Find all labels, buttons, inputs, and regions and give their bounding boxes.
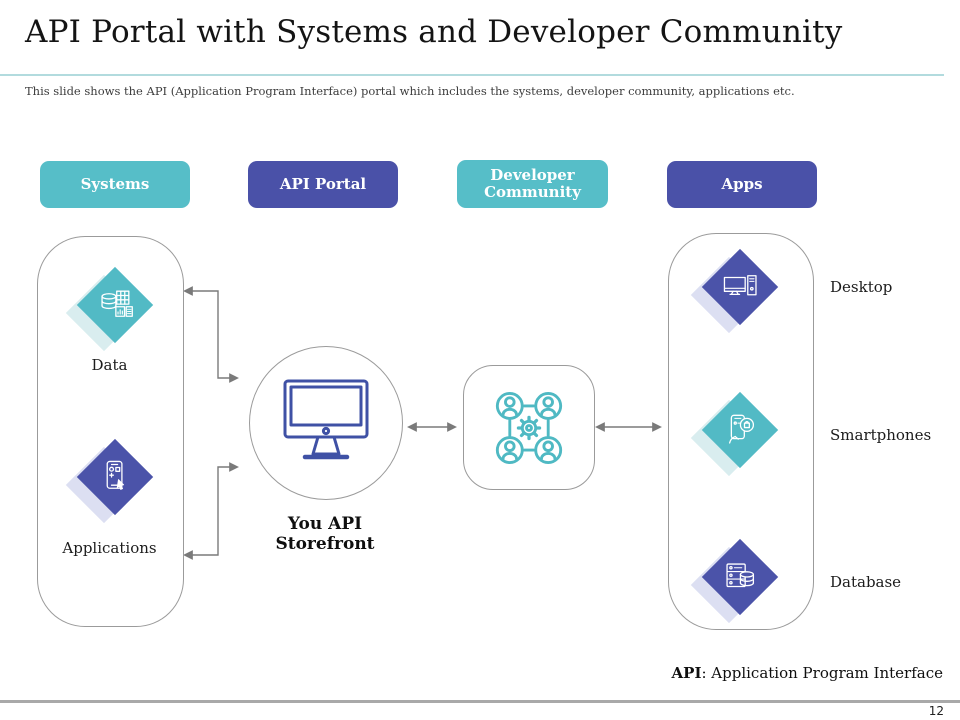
mobile-app-tap-icon xyxy=(106,460,125,490)
server-disks-icon xyxy=(726,563,755,588)
page-title: API Portal with Systems and Developer Co… xyxy=(25,14,843,50)
developer-community-button[interactable]: Developer Community xyxy=(457,160,608,208)
desktop-pc-tower-icon xyxy=(723,275,757,296)
api-storefront-node xyxy=(249,346,403,500)
smartphone-shopping-icon xyxy=(728,414,755,444)
developer-community-node xyxy=(463,365,595,490)
page-number: 12 xyxy=(928,704,944,718)
api-storefront-label: You API Storefront xyxy=(275,514,375,554)
data-label: Data xyxy=(91,356,128,374)
api-footnote: API: Application Program Interface xyxy=(672,664,943,682)
smartphones-label: Smartphones xyxy=(830,426,932,444)
database-diamond xyxy=(690,535,782,624)
api-footnote-definition: : Application Program Interface xyxy=(701,664,943,682)
api-footnote-term: API xyxy=(671,664,702,682)
applications-label: Applications xyxy=(62,539,157,557)
database-report-icon xyxy=(101,290,133,317)
developer-network-gear-icon xyxy=(495,391,563,464)
applications-diamond xyxy=(65,435,157,524)
systems-button[interactable]: Systems xyxy=(40,161,190,208)
smartphones-diamond xyxy=(690,388,782,477)
api-portal-button[interactable]: API Portal xyxy=(248,161,398,208)
slide-subtitle: This slide shows the API (Application Pr… xyxy=(25,84,795,98)
database-label: Database xyxy=(830,573,902,591)
data-diamond xyxy=(65,263,157,352)
desktop-diamond xyxy=(690,245,782,334)
apps-button[interactable]: Apps xyxy=(667,161,817,208)
desktop-label: Desktop xyxy=(830,278,893,296)
title-divider xyxy=(0,74,944,76)
desktop-monitor-icon xyxy=(283,379,369,460)
bottom-divider xyxy=(0,700,960,703)
